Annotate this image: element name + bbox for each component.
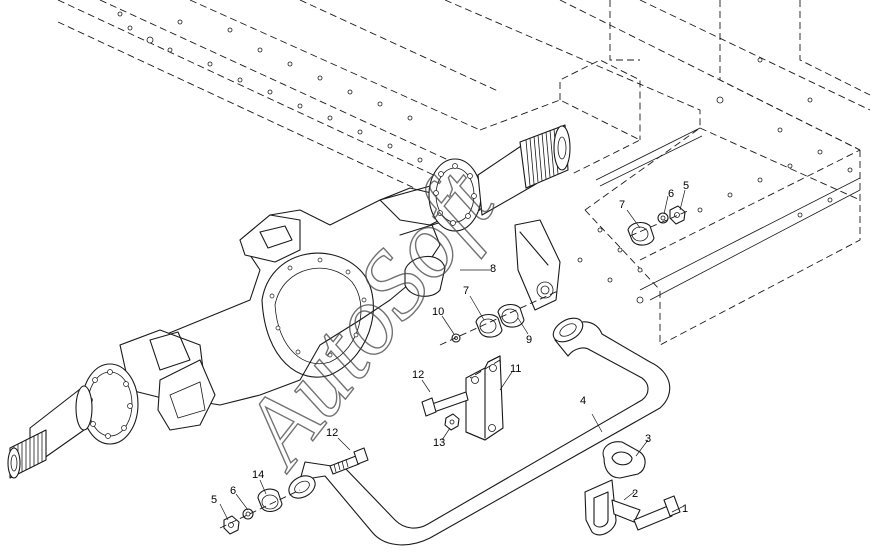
callout-6-upper: 6	[668, 188, 674, 200]
right-hub	[428, 124, 571, 232]
callout-13: 13	[433, 437, 445, 449]
callout-3: 3	[645, 433, 651, 445]
callout-9: 9	[526, 334, 532, 346]
stabilizer-link-bracket	[404, 219, 561, 311]
callout-numbers: 1 2 3 4 5 5 6 6 7 7 8 9 10 11 12 12 13 1…	[211, 180, 689, 515]
callout-11: 11	[510, 363, 521, 375]
callout-5-upper: 5	[683, 180, 689, 192]
link-hardware	[219, 205, 691, 535]
callout-8: 8	[490, 263, 496, 275]
axle-housing	[119, 174, 481, 431]
callout-leaders	[219, 189, 686, 521]
callout-4: 4	[580, 395, 586, 407]
callout-6-lower: 6	[230, 485, 236, 497]
clamp-assembly	[584, 441, 681, 536]
callout-7-middle: 7	[463, 285, 469, 297]
callout-2: 2	[632, 488, 638, 500]
left-hub	[7, 363, 139, 479]
callout-12-lower: 12	[326, 427, 338, 439]
callout-14: 14	[252, 469, 264, 481]
callout-5-lower: 5	[211, 494, 217, 506]
callout-7-upper: 7	[619, 199, 625, 211]
frame-rails	[57, 0, 871, 346]
callout-10: 10	[432, 306, 444, 318]
callout-1: 1	[682, 503, 688, 515]
callout-12-upper: 12	[412, 369, 424, 381]
